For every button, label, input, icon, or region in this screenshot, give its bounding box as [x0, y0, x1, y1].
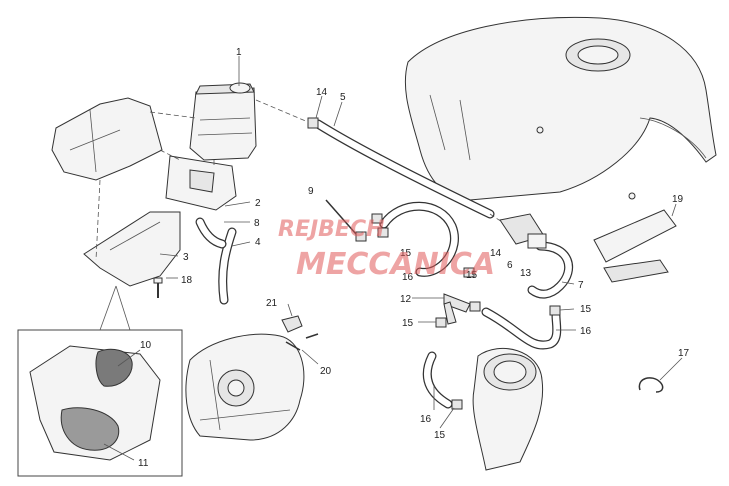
t-connector-part-12	[443, 293, 471, 325]
inset-detail	[17, 329, 183, 477]
clip-part-21	[281, 315, 303, 333]
bracket-part-2	[165, 155, 237, 211]
cover-part-3	[83, 211, 181, 287]
callout-15-a: 15	[400, 248, 412, 259]
clamps-part-15	[355, 213, 561, 410]
reference-lines	[95, 99, 503, 331]
hose-part-16-lower	[422, 351, 453, 409]
clip-part-17	[638, 377, 664, 393]
callout-8: 8	[254, 218, 260, 229]
hose-part-16-upper	[379, 201, 459, 277]
canister-part-1	[189, 82, 257, 161]
hose-part-4	[218, 227, 237, 305]
screw-part-18	[153, 277, 163, 298]
callout-16-c: 16	[420, 414, 432, 425]
callout-15-d: 15	[580, 304, 592, 315]
hose-part-5	[307, 117, 495, 219]
hose-part-16-right	[481, 307, 562, 350]
callout-3: 3	[183, 252, 189, 263]
watermark-line-1: REJBECH	[278, 217, 385, 242]
callout-5: 5	[340, 92, 346, 103]
watermark: REJBECH MECCANICA	[278, 217, 495, 282]
callout-4: 4	[255, 237, 261, 248]
hose-part-7	[527, 241, 574, 299]
callout-21: 21	[266, 298, 278, 309]
watermark-line-2: MECCANICA	[296, 247, 495, 282]
callout-2: 2	[255, 198, 261, 209]
callout-18: 18	[181, 275, 193, 286]
callout-15-c: 15	[402, 318, 414, 329]
callout-10: 10	[140, 340, 152, 351]
callout-9: 9	[308, 186, 314, 197]
frame-bracket	[51, 97, 163, 181]
callout-16-a: 16	[402, 272, 414, 283]
callout-labels: 1 2 3 4 5 6 7 8 9 10 11 12 13 14 14 15 1…	[138, 47, 690, 469]
callout-14-lower: 14	[490, 248, 502, 259]
callout-17: 17	[678, 348, 690, 359]
callout-15-b: 15	[466, 270, 478, 281]
callout-14-upper: 14	[316, 87, 328, 98]
bolt-part-20	[285, 333, 319, 351]
callout-6: 6	[507, 260, 513, 271]
hose-part-8	[195, 217, 227, 249]
callout-11: 11	[138, 458, 149, 469]
callout-13: 13	[520, 268, 532, 279]
fuel-tank	[404, 16, 717, 201]
throttle-body	[472, 347, 544, 471]
callout-20: 20	[320, 366, 332, 377]
rod-part-9	[325, 199, 357, 235]
valve-part-13	[527, 233, 547, 249]
callout-19: 19	[672, 194, 684, 205]
callout-12: 12	[400, 294, 412, 305]
callout-leaders	[103, 56, 683, 461]
engine-block	[185, 333, 305, 441]
callout-1: 1	[236, 47, 242, 58]
callout-15-e: 15	[434, 430, 446, 441]
callout-16-b: 16	[580, 326, 592, 337]
bracket-part-19	[593, 209, 677, 283]
callout-7: 7	[578, 280, 584, 291]
